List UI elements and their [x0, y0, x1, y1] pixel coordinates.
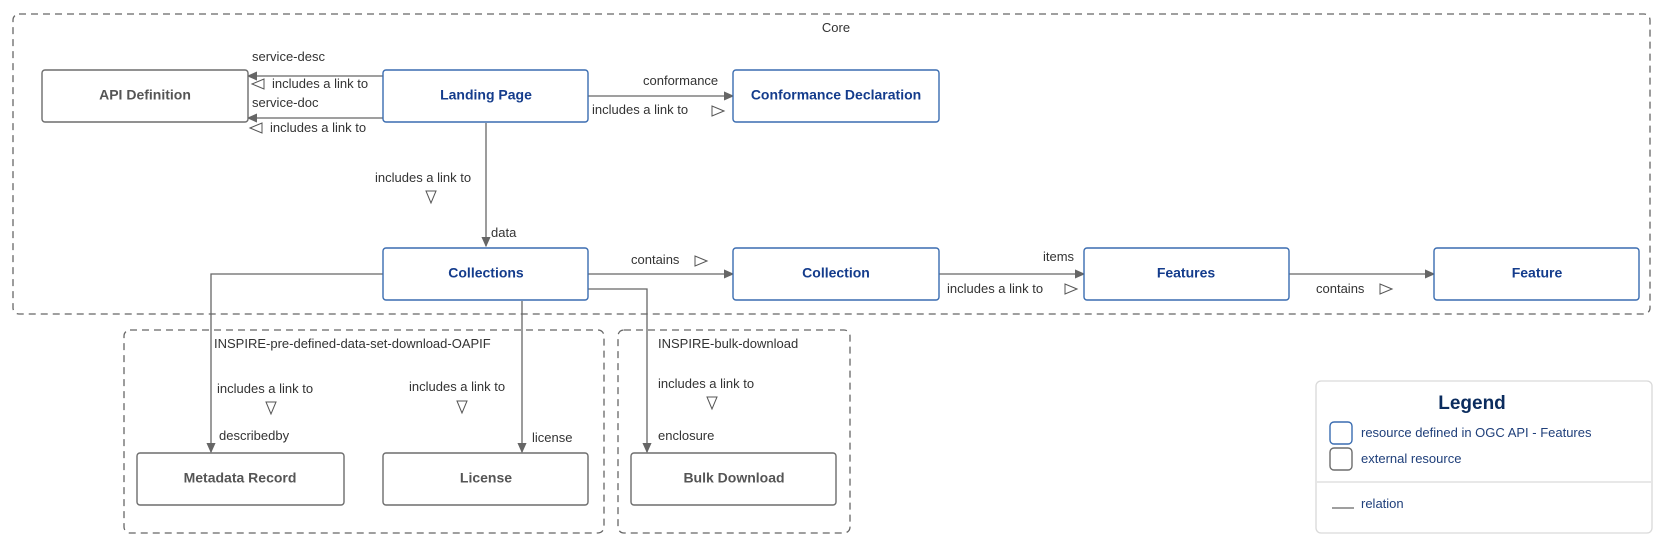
- node-bulk-download[interactable]: Bulk Download: [630, 452, 837, 506]
- group-inspire-predefined: [123, 329, 605, 534]
- direction-triangle-icon: [1379, 283, 1394, 295]
- node-feature[interactable]: Feature: [1433, 247, 1640, 301]
- edge-describedby-desc: includes a link to: [217, 381, 313, 396]
- node-collection[interactable]: Collection: [732, 247, 940, 301]
- legend-box: [1315, 380, 1653, 534]
- node-features[interactable]: Features: [1083, 247, 1290, 301]
- svg-text:Conformance Declaration: Conformance Declaration: [751, 87, 921, 103]
- svg-text:Collection: Collection: [802, 265, 870, 281]
- svg-text:API Definition: API Definition: [99, 87, 191, 103]
- node-collections[interactable]: Collections: [382, 247, 589, 301]
- svg-text:License: License: [460, 470, 512, 486]
- direction-triangle-icon: [250, 78, 265, 90]
- direction-triangle-icon: [711, 105, 726, 117]
- svg-text:Bulk Download: Bulk Download: [683, 470, 784, 486]
- edge-enclosure-desc: includes a link to: [658, 376, 754, 391]
- svg-text:Collections: Collections: [448, 265, 524, 281]
- direction-triangle-icon: [706, 396, 718, 411]
- group-inspire-predefined-label: INSPIRE-pre-defined-data-set-download-OA…: [214, 336, 491, 351]
- edge-contains-collection-desc: contains: [631, 252, 680, 267]
- node-landing-page[interactable]: Landing Page: [382, 69, 589, 123]
- legend-relation: relation: [1361, 496, 1404, 511]
- svg-text:Feature: Feature: [1512, 265, 1563, 281]
- direction-triangle-icon: [425, 190, 437, 205]
- node-license[interactable]: License: [382, 452, 589, 506]
- direction-triangle-icon: [1064, 283, 1079, 295]
- edge-conformance-desc: includes a link to: [592, 102, 688, 117]
- legend-ogc-resource: resource defined in OGC API - Features: [1361, 425, 1592, 440]
- edge-service-desc-rel: service-desc: [252, 49, 325, 64]
- group-core: [12, 13, 1651, 315]
- svg-text:Landing Page: Landing Page: [440, 87, 532, 103]
- node-api-definition[interactable]: API Definition: [41, 69, 249, 123]
- edge-data-desc: includes a link to: [375, 170, 471, 185]
- group-inspire-bulk: [617, 329, 851, 534]
- legend-external-swatch: [1329, 447, 1353, 471]
- edge-describedby: [211, 273, 383, 452]
- svg-text:Features: Features: [1157, 265, 1216, 281]
- direction-triangle-icon: [456, 400, 468, 415]
- edge-service-desc-desc: includes a link to: [272, 76, 368, 91]
- legend: Legend resource defined in OGC API - Fea…: [1315, 380, 1653, 534]
- edge-enclosure: [588, 288, 647, 452]
- edge-describedby-rel: describedby: [219, 428, 290, 443]
- legend-external-resource: external resource: [1361, 451, 1461, 466]
- node-conformance-declaration[interactable]: Conformance Declaration: [732, 69, 940, 123]
- edge-conformance-rel: conformance: [643, 73, 718, 88]
- direction-triangle-icon: [694, 255, 709, 267]
- edge-enclosure-rel: enclosure: [658, 428, 714, 443]
- edge-service-doc-rel: service-doc: [252, 95, 319, 110]
- legend-title: Legend: [1438, 393, 1506, 414]
- edge-contains-feature-desc: contains: [1316, 281, 1365, 296]
- group-core-label: Core: [822, 20, 850, 35]
- edge-license-rel: license: [532, 430, 572, 445]
- edge-service-doc-desc: includes a link to: [270, 120, 366, 135]
- direction-triangle-icon: [265, 401, 277, 416]
- edge-license-desc: includes a link to: [409, 379, 505, 394]
- node-metadata-record[interactable]: Metadata Record: [136, 452, 345, 506]
- group-inspire-bulk-label: INSPIRE-bulk-download: [658, 336, 798, 351]
- direction-triangle-icon: [248, 122, 263, 134]
- edge-items-desc: includes a link to: [947, 281, 1043, 296]
- svg-text:Metadata Record: Metadata Record: [184, 470, 297, 486]
- edge-data-rel: data: [491, 225, 517, 240]
- legend-ogc-swatch: [1329, 421, 1353, 445]
- edge-items-rel: items: [1043, 249, 1075, 264]
